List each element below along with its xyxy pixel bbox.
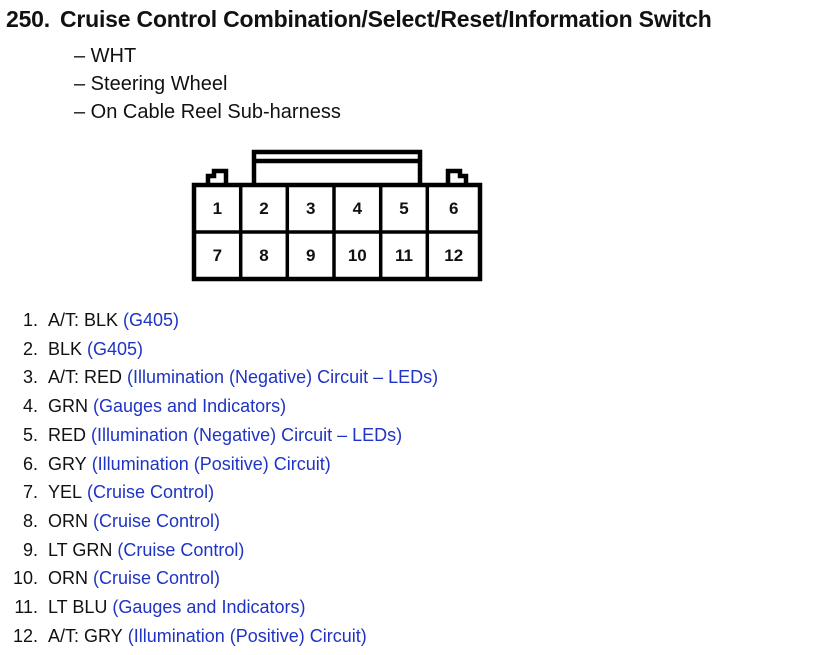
circuit-link[interactable]: (Illumination (Positive) Circuit) bbox=[127, 625, 367, 646]
circuit-link[interactable]: (Cruise Control) bbox=[93, 510, 221, 531]
connector-face-drawing: 1 2 3 4 5 6 7 8 9 10 11 12 bbox=[191, 149, 483, 282]
pin-number: 2. bbox=[22, 338, 38, 359]
pin-number: 7. bbox=[22, 482, 38, 503]
wire-color: YEL bbox=[48, 482, 83, 503]
pin-number: 3. bbox=[22, 367, 38, 388]
pin-label: 6 bbox=[449, 199, 458, 218]
pin-label: 10 bbox=[348, 246, 367, 265]
connector-location: – Steering Wheel bbox=[74, 73, 228, 95]
pin-number: 9. bbox=[22, 539, 38, 560]
pin-label: 3 bbox=[306, 199, 315, 218]
left-latch bbox=[205, 168, 229, 185]
pin-number: 12. bbox=[12, 625, 38, 646]
wire-color: ORN bbox=[48, 568, 88, 589]
pin-row: 6. GRY(Illumination (Positive) Circuit) bbox=[8, 450, 438, 479]
pin-row: 9. LT GRN(Cruise Control) bbox=[8, 536, 438, 565]
pin-label: 2 bbox=[259, 199, 268, 218]
pin-label: 9 bbox=[306, 246, 315, 265]
pin-number: 6. bbox=[22, 453, 38, 474]
wire-color: RED bbox=[48, 424, 87, 445]
circuit-link[interactable]: (G405) bbox=[123, 310, 180, 330]
circuit-link[interactable]: (Illumination (Negative) Circuit – LEDs) bbox=[127, 367, 439, 388]
right-latch bbox=[445, 168, 469, 185]
circuit-link[interactable]: (Cruise Control) bbox=[93, 568, 221, 589]
wire-color: A/T: BLK bbox=[48, 310, 119, 330]
pin-row: 3. A/T: RED(Illumination (Negative) Circu… bbox=[8, 363, 438, 392]
pin-label: 4 bbox=[353, 199, 363, 218]
locking-tab bbox=[251, 149, 423, 185]
wire-color: GRY bbox=[48, 453, 87, 474]
connector-diagram: 1 2 3 4 5 6 7 8 9 10 11 12 bbox=[190, 148, 484, 284]
wire-color: LT GRN bbox=[48, 539, 113, 560]
pin-row: 2. BLK(G405) bbox=[8, 335, 438, 364]
connector-title: Cruise Control Combination/Select/Reset/… bbox=[59, 6, 712, 32]
wire-color: A/T: RED bbox=[48, 367, 123, 388]
circuit-link[interactable]: (Cruise Control) bbox=[117, 539, 245, 560]
pin-number: 11. bbox=[14, 597, 38, 618]
pin-label: 11 bbox=[395, 246, 413, 265]
pin-label: 7 bbox=[213, 246, 222, 265]
wire-color: BLK bbox=[48, 338, 83, 359]
pin-label: 12 bbox=[444, 246, 463, 265]
pin-row: 12. A/T: GRY(Illumination (Positive) Circ… bbox=[8, 622, 438, 651]
circuit-link[interactable]: (Cruise Control) bbox=[87, 482, 215, 503]
connector-color: – WHT bbox=[74, 45, 137, 67]
pin-label: 5 bbox=[399, 199, 408, 218]
pin-number: 8. bbox=[22, 510, 38, 531]
circuit-link[interactable]: (Illumination (Positive) Circuit) bbox=[91, 453, 331, 474]
pin-label: 1 bbox=[213, 199, 222, 218]
circuit-link[interactable]: (G405) bbox=[87, 338, 144, 359]
pin-row: 7. YEL(Cruise Control) bbox=[8, 478, 438, 507]
pin-row: 8. ORN(Cruise Control) bbox=[8, 507, 438, 536]
wire-color: ORN bbox=[48, 510, 88, 531]
pin-number: 5. bbox=[22, 424, 38, 445]
pin-row: 4. GRN(Gauges and Indicators) bbox=[8, 392, 438, 421]
circuit-link[interactable]: (Illumination (Negative) Circuit – LEDs) bbox=[91, 424, 403, 445]
connector-number: 250. bbox=[6, 6, 50, 32]
circuit-link[interactable]: (Gauges and Indicators) bbox=[112, 597, 306, 618]
pin-row: 5. RED(Illumination (Negative) Circuit – … bbox=[8, 421, 438, 450]
connector-harness: – On Cable Reel Sub-harness bbox=[74, 101, 341, 123]
page-title: 250. Cruise Control Combination/Select/Re… bbox=[6, 6, 712, 33]
pin-row: 11. LT BLU(Gauges and Indicators) bbox=[8, 593, 438, 622]
wire-color: A/T: GRY bbox=[48, 625, 123, 646]
connector-details: – WHT – Steering Wheel – On Cable Reel S… bbox=[74, 42, 341, 126]
wire-color: GRN bbox=[48, 396, 88, 417]
pin-number: 10. bbox=[12, 568, 38, 589]
pin-number: 4. bbox=[22, 396, 38, 417]
wire-color: LT BLU bbox=[48, 597, 108, 618]
pin-list: 1.A/T: BLK(G405) 2.BLK(G405) 3.A/T: RED(… bbox=[8, 306, 438, 650]
pin-label: 8 bbox=[259, 246, 268, 265]
pin-row: 1. A/T: BLK(G405) bbox=[8, 306, 438, 335]
pin-number: 1. bbox=[22, 310, 38, 330]
circuit-link[interactable]: (Gauges and Indicators) bbox=[93, 396, 287, 417]
pin-row: 10. ORN(Cruise Control) bbox=[8, 564, 438, 593]
